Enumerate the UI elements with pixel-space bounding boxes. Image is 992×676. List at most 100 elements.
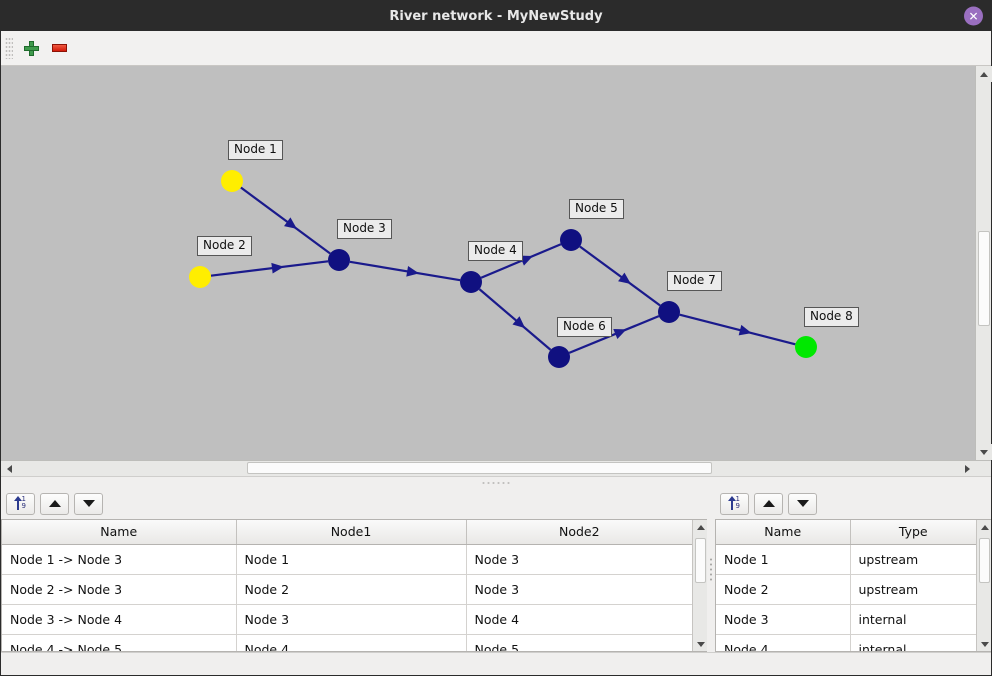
scroll-up-button[interactable] bbox=[976, 66, 992, 82]
arrow-up-icon bbox=[762, 500, 775, 507]
node-scroll-down-button[interactable] bbox=[977, 637, 992, 651]
table-cell[interactable]: upstream bbox=[850, 574, 976, 605]
graph-edge[interactable] bbox=[240, 186, 331, 255]
table-cell[interactable]: Node 4 -> Node 5 bbox=[2, 634, 237, 651]
table-cell[interactable]: Node 3 bbox=[716, 604, 851, 635]
scroll-down-button[interactable] bbox=[976, 444, 992, 460]
graph-edge[interactable] bbox=[568, 315, 660, 354]
toolbar-grip[interactable] bbox=[5, 37, 13, 59]
scrollbar-corner bbox=[975, 461, 991, 476]
node-label-node-1[interactable]: Node 1 bbox=[228, 140, 283, 161]
scroll-left-button[interactable] bbox=[1, 461, 17, 476]
graph-node-node-7[interactable] bbox=[658, 301, 680, 323]
graph-edge[interactable] bbox=[579, 245, 661, 307]
graph-edge[interactable] bbox=[210, 260, 329, 277]
table-cell[interactable]: Node 1 -> Node 3 bbox=[2, 544, 237, 575]
node-label-node-5[interactable]: Node 5 bbox=[569, 199, 624, 220]
column-header-name[interactable]: Name bbox=[716, 520, 851, 545]
graph-hscroll-thumb[interactable] bbox=[247, 462, 712, 474]
graph-node-node-2[interactable] bbox=[189, 266, 211, 288]
vertical-splitter-grip bbox=[709, 557, 713, 583]
graph-edge[interactable] bbox=[478, 288, 552, 351]
remove-node-button[interactable] bbox=[45, 34, 73, 62]
graph-hscroll-track[interactable] bbox=[17, 461, 959, 476]
node-scroll-up-button[interactable] bbox=[977, 520, 992, 534]
window-title: River network - MyNewStudy bbox=[389, 8, 603, 24]
column-header-node1[interactable]: Node1 bbox=[236, 520, 467, 545]
graph-vscroll-thumb[interactable] bbox=[978, 231, 990, 326]
graph-node-node-8[interactable] bbox=[795, 336, 817, 358]
table-cell[interactable]: Node 3 bbox=[466, 544, 693, 575]
graph-node-node-4[interactable] bbox=[460, 271, 482, 293]
branch-table-vertical-scrollbar[interactable] bbox=[692, 520, 708, 651]
graph-node-node-3[interactable] bbox=[328, 249, 350, 271]
node-label-node-8[interactable]: Node 8 bbox=[804, 307, 859, 328]
node-label-node-2[interactable]: Node 2 bbox=[197, 236, 252, 257]
branch-scroll-up-button[interactable] bbox=[693, 520, 708, 534]
horizontal-splitter[interactable] bbox=[1, 476, 991, 488]
node-label-node-4[interactable]: Node 4 bbox=[468, 241, 523, 262]
vertical-splitter[interactable] bbox=[707, 488, 715, 652]
table-cell[interactable]: Node 4 bbox=[466, 604, 693, 635]
table-cell[interactable]: Node 1 bbox=[716, 544, 851, 575]
branch-move-down-button[interactable] bbox=[74, 492, 103, 515]
network-diagram-canvas[interactable]: Node 1 Node 2 Node 3 Node 4 Node 5 Node 6 Node… bbox=[1, 66, 975, 460]
node-label-node-6[interactable]: Node 6 bbox=[557, 317, 612, 338]
table-cell[interactable]: Node 3 bbox=[236, 604, 467, 635]
table-cell[interactable]: Node 3 -> Node 4 bbox=[2, 604, 237, 635]
table-cell[interactable]: Node 3 bbox=[466, 574, 693, 605]
close-icon[interactable]: ✕ bbox=[964, 6, 983, 26]
graph-node-node-6[interactable] bbox=[548, 346, 570, 368]
table-cell[interactable]: Node 2 bbox=[236, 574, 467, 605]
node-label-node-7[interactable]: Node 7 bbox=[667, 271, 722, 292]
node-vscroll-thumb[interactable] bbox=[979, 538, 990, 583]
table-cell[interactable]: Node 1 bbox=[236, 544, 467, 575]
node-move-down-button[interactable] bbox=[788, 492, 817, 515]
table-cell[interactable]: internal bbox=[850, 604, 976, 635]
table-cell[interactable]: Node 5 bbox=[466, 634, 693, 651]
node-move-up-button[interactable] bbox=[754, 492, 783, 515]
graph-edge[interactable] bbox=[679, 313, 796, 346]
graph-vertical-scrollbar[interactable] bbox=[975, 66, 992, 460]
arrow-up-icon bbox=[696, 524, 705, 530]
table-cell[interactable]: Node 2 -> Node 3 bbox=[2, 574, 237, 605]
graph-horizontal-scrollbar[interactable] bbox=[1, 460, 991, 476]
graph-node-node-1[interactable] bbox=[221, 170, 243, 192]
table-cell[interactable]: Node 2 bbox=[716, 574, 851, 605]
column-header-type[interactable]: Type bbox=[850, 520, 976, 545]
table-cell[interactable]: upstream bbox=[850, 544, 976, 575]
graph-node-node-5[interactable] bbox=[560, 229, 582, 251]
column-header-name[interactable]: Name bbox=[2, 520, 237, 545]
table-cell[interactable]: Node 4 bbox=[236, 634, 467, 651]
graph-edge[interactable] bbox=[349, 260, 461, 282]
branch-vscroll-thumb[interactable] bbox=[695, 538, 707, 583]
add-node-button[interactable] bbox=[17, 34, 45, 62]
edge-arrow-icon bbox=[284, 217, 297, 229]
node-table-vertical-scrollbar[interactable] bbox=[976, 520, 991, 651]
red-minus-icon bbox=[51, 44, 67, 52]
arrow-up-icon bbox=[48, 500, 61, 507]
status-bar bbox=[1, 652, 991, 675]
table-cell[interactable]: Node 4 bbox=[716, 634, 851, 651]
branch-scroll-down-button[interactable] bbox=[693, 637, 708, 651]
column-header-node2[interactable]: Node2 bbox=[466, 520, 693, 545]
node-label-node-3[interactable]: Node 3 bbox=[337, 219, 392, 240]
branch-move-up-button[interactable] bbox=[40, 492, 69, 515]
scroll-right-button[interactable] bbox=[959, 461, 975, 476]
table-cell[interactable]: internal bbox=[850, 634, 976, 651]
